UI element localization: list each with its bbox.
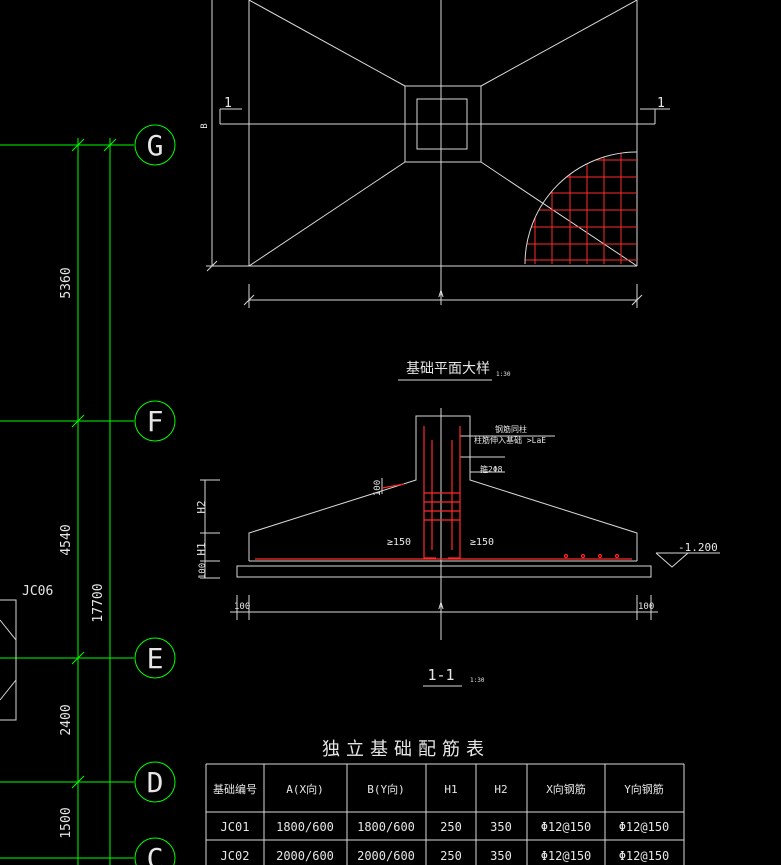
plan-scale: 1:30: [496, 371, 511, 378]
cell-h2: 350: [490, 820, 512, 834]
plan-title: 基础平面大样: [406, 360, 490, 377]
mesh-boundary-arc: [524, 151, 638, 265]
cell-x-rebar: Φ12@150: [541, 820, 592, 834]
section-title: 1-1: [427, 666, 454, 684]
dim-d-c: 1500: [59, 807, 74, 838]
section-dim-h1: H1: [195, 542, 208, 555]
section-cover-right: ≥150: [470, 537, 494, 548]
section-note-3: 箍2Φ8: [480, 464, 503, 474]
section-note-2: 柱筋伸入基础 >LaE: [474, 435, 546, 445]
th-a: A(X向): [286, 782, 324, 796]
th-id: 基础编号: [213, 782, 257, 796]
section-cover-left: ≥150: [387, 537, 411, 548]
table-row[interactable]: JC02 2000/600 2000/600 250 350 Φ12@150 Φ…: [221, 849, 670, 863]
cell-a: 2000/600: [276, 849, 334, 863]
grid-label-f: F: [147, 405, 164, 438]
cell-h1: 250: [440, 820, 462, 834]
section-rebar: [255, 426, 632, 560]
cell-x-rebar: Φ12@150: [541, 849, 592, 863]
th-h1: H1: [444, 783, 457, 796]
table-grid: [205, 763, 685, 865]
table-row[interactable]: JC01 1800/600 1800/600 250 350 Φ12@150 Φ…: [221, 820, 670, 834]
cell-h2: 350: [490, 849, 512, 863]
grid-bubble-g[interactable]: G: [134, 124, 176, 166]
plan-detail: [206, 0, 670, 308]
grid-axis-lines: [0, 138, 134, 865]
cell-id: JC02: [221, 849, 250, 863]
dim-e-d: 2400: [59, 704, 74, 735]
th-b: B(Y向): [367, 782, 405, 796]
cell-a: 1800/600: [276, 820, 334, 834]
section-dim-h2: H2: [195, 500, 208, 513]
grid-bubble-f[interactable]: F: [134, 400, 176, 442]
jc06-fragment[interactable]: [0, 599, 17, 721]
section-dim-base: 100: [198, 563, 208, 579]
grid-label-d: D: [147, 766, 164, 799]
cell-y-rebar: Φ12@150: [619, 820, 670, 834]
cell-h1: 250: [440, 849, 462, 863]
grid-bubble-e[interactable]: E: [134, 637, 176, 679]
section-elevation: -1.200: [678, 541, 718, 554]
section-scale: 1:30: [470, 677, 485, 684]
cell-y-rebar: Φ12@150: [619, 849, 670, 863]
th-x-rebar: X向钢筋: [546, 782, 586, 796]
section-dim-100: 100: [373, 480, 383, 496]
section-dim-right: 100: [638, 602, 654, 612]
cell-id: JC01: [221, 820, 250, 834]
section-dim-left: 100: [234, 602, 250, 612]
section-mark-right: 1: [657, 96, 665, 111]
cell-b: 1800/600: [357, 820, 415, 834]
grid-label-e: E: [147, 642, 164, 675]
grid-label-g: G: [147, 129, 164, 162]
dim-total: 17700: [91, 583, 106, 622]
plan-dim-a: A: [438, 290, 444, 300]
grid-bubble-d[interactable]: D: [134, 761, 176, 803]
section-outline: [200, 408, 720, 640]
dim-f-e: 4540: [59, 524, 74, 555]
jc06-label: JC06: [22, 584, 53, 599]
rebar-mesh: [525, 152, 637, 264]
th-h2: H2: [494, 783, 507, 796]
cell-b: 2000/600: [357, 849, 415, 863]
grid-bubble-c[interactable]: C: [134, 837, 176, 865]
section-dim-a: A: [438, 602, 444, 612]
plan-dim-b: B: [200, 123, 210, 128]
grid-label-c: C: [147, 842, 164, 865]
table-title: 独立基础配筋表: [322, 739, 490, 760]
dim-g-f: 5360: [59, 267, 74, 298]
table-header: 基础编号 A(X向) B(Y向) H1 H2 X向钢筋 Y向钢筋: [213, 782, 664, 796]
section-note-1: 钢筋同柱: [495, 424, 527, 434]
section-mark-left: 1: [224, 96, 232, 111]
th-y-rebar: Y向钢筋: [624, 782, 664, 796]
